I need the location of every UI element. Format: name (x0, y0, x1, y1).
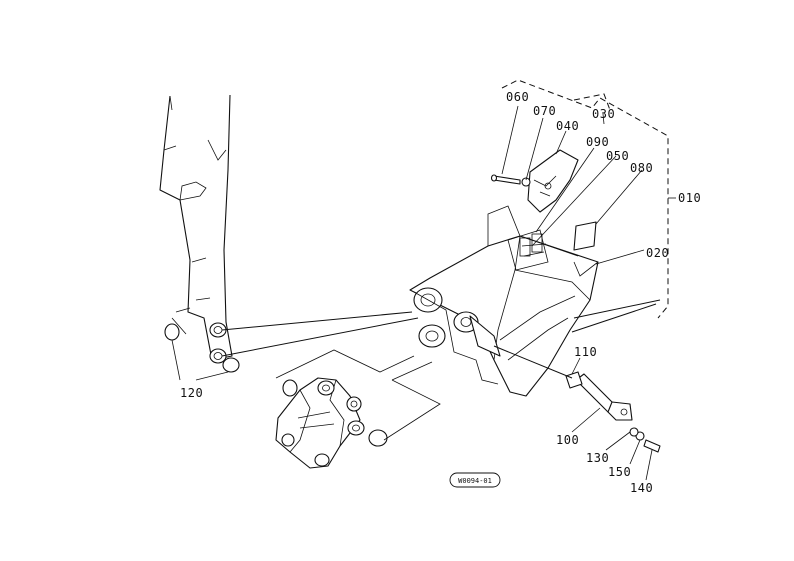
o-ring-120 (164, 323, 240, 373)
callout-050: 050 (606, 149, 629, 163)
callout-060: 060 (506, 90, 529, 104)
assembly-line (573, 299, 661, 319)
tooth-040 (527, 149, 579, 213)
adapter-050 (521, 243, 547, 257)
callout-120: 120 (180, 386, 203, 400)
assembly-boundary-030 (573, 93, 611, 111)
pin-100 (575, 373, 633, 421)
assembly-line (221, 311, 413, 331)
link-o-rings (282, 379, 388, 447)
callout-070: 070 (533, 104, 556, 118)
callout-140: 140 (630, 481, 653, 495)
dipper-arm (159, 94, 233, 364)
bucket (409, 205, 599, 397)
leader-lines (171, 105, 676, 481)
callout-090: 090 (586, 135, 609, 149)
tooth-pin-060 (490, 174, 531, 187)
link-bracket (275, 349, 415, 379)
callout-030: 030 (592, 107, 615, 121)
callout-080: 080 (630, 161, 653, 175)
callout-labels: 060 070 030 040 090 050 080 010 020 110 … (180, 90, 701, 495)
callout-130: 130 (586, 451, 609, 465)
callout-040: 040 (556, 119, 579, 133)
bucket-link (275, 377, 365, 469)
callout-100: 100 (556, 433, 579, 447)
link-bracket (383, 361, 441, 441)
assembly-line (493, 345, 573, 379)
bolt-140 (643, 439, 661, 453)
callout-020: 020 (646, 246, 669, 260)
callout-010: 010 (678, 191, 701, 205)
assembly-line (571, 303, 657, 333)
reference-code: W0094-01 (458, 477, 492, 485)
callout-150: 150 (608, 465, 631, 479)
reference-code-badge: W0094-01 (449, 472, 501, 488)
bushing-110 (565, 371, 583, 389)
callout-110: 110 (574, 345, 597, 359)
plate-080 (573, 221, 597, 251)
assembly-line (221, 317, 419, 357)
washer-150 (629, 427, 645, 441)
